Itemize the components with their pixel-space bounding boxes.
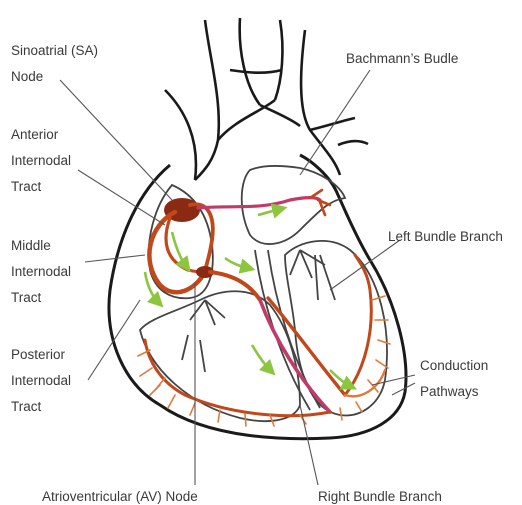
- great-vessels: [165, 18, 368, 180]
- right-bundle-branch-label: Right Bundle Branch: [318, 484, 442, 505]
- bachmanns-bundle-label: Bachmann’s Budle: [346, 46, 458, 72]
- conduction-pathways-label: Conduction Pathways: [420, 353, 488, 405]
- anterior-internodal-tract-label: Anterior Internodal Tract: [11, 122, 71, 200]
- av-node-label: Atrioventricular (AV) Node: [42, 484, 198, 505]
- middle-internodal-tract-label: Middle Internodal Tract: [11, 233, 71, 311]
- sa-node-label: Sinoatrial (SA) Node: [11, 38, 98, 90]
- posterior-internodal-tract-label: Posterior Internodal Tract: [11, 342, 71, 420]
- left-bundle-branch-label: Left Bundle Branch: [388, 224, 503, 250]
